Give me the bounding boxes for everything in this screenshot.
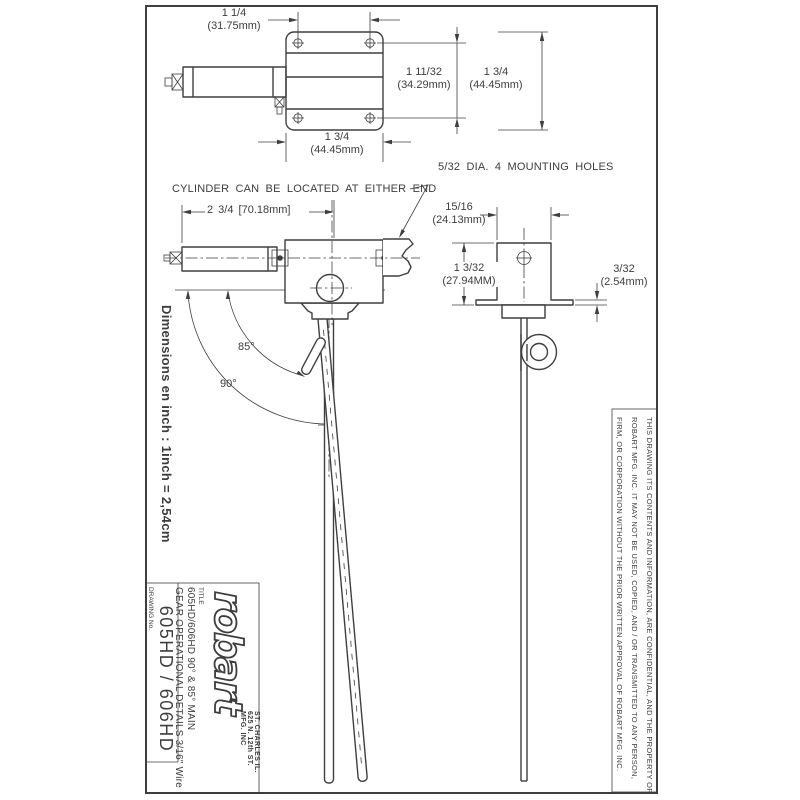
angle-90-label: 90° [220,378,237,390]
dim-end-height: 1 3/32 (27.94MM) [436,262,502,287]
legal-line-2: ROBART MFG. INC. IT MAY NOT BE USED, COP… [630,417,639,780]
dim-cylinder-length: 2 3/4 [70.18mm] [207,204,291,216]
top-view [164,12,548,162]
dim-plate-height: 1 3/4 (44.45mm) [469,66,523,91]
dim-end-flange: 3/32 (2.54mm) [600,263,648,288]
robart-logo: robart [205,590,251,714]
title-line-1: 605HD/606HD 90° & 85° MAIN [185,587,196,731]
title-label: TITLE [197,587,204,605]
side-view [163,184,429,784]
title-line-2: GEAR OPERATIONAL DETAILS 3/16" Wire [173,587,185,788]
company-line-3: ST. CHARLES IL. [253,711,260,774]
title-column: TITLE 605HD/606HD 90° & 85° MAIN GEAR OP… [173,587,205,791]
dim-plate-width: 1 3/4 (44.45mm) [310,131,364,156]
note-mounting-holes: 5/32 DIA. 4 MOUNTING HOLES [438,161,614,173]
angle-85-label: 85° [238,341,255,353]
dim-end-width: 15/16 (24.13mm) [432,201,486,226]
dim-hole-vertical: 1 11/32 (34.29mm) [397,66,451,91]
end-view [452,207,607,782]
note-cylinder-location: CYLINDER CAN BE LOCATED AT EITHER END [172,183,437,195]
sheet-border [145,5,658,794]
drawing-no-label: DRAWING No. [147,587,154,631]
legal-line-3: FIRM, OR CORPORATION WITHOUT THE PRIOR W… [615,417,624,772]
legal-line-1: THIS DRAWING ITS CONTENTS AND INFORMATIO… [645,417,654,794]
legal-box-frame [611,408,658,793]
scale-note: Dimensions en inch : 1inch = 2,54cm [159,305,174,543]
title-block-frame [145,582,260,794]
dim-hole-spacing: 1 1/4 (31.75mm) [207,7,261,32]
